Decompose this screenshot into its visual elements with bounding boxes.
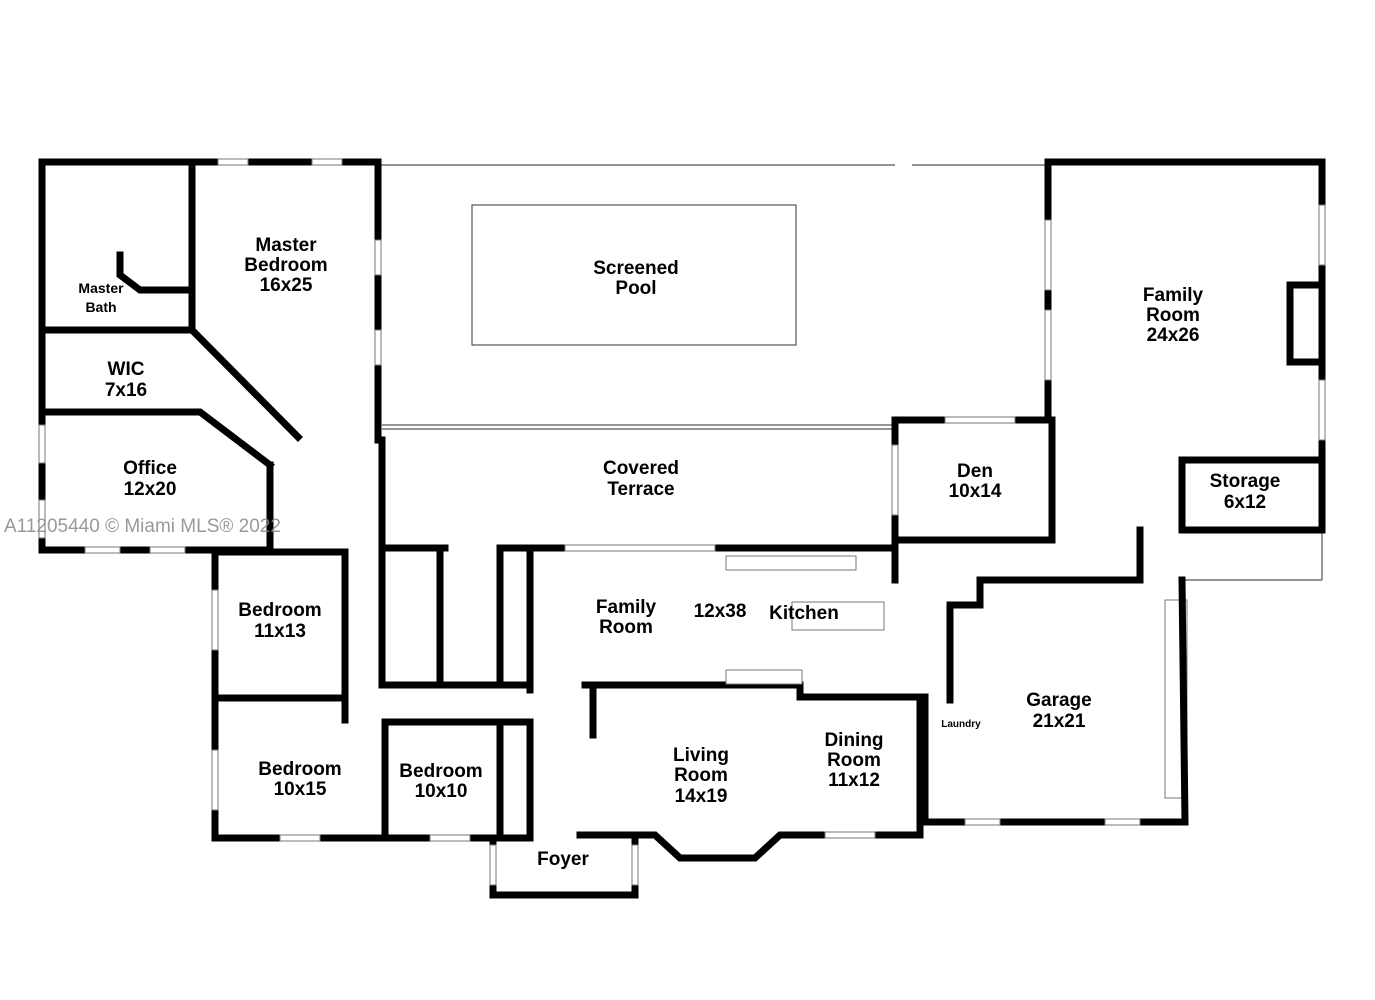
svg-text:10x14: 10x14 bbox=[949, 481, 1002, 502]
room-dining-room: Dining bbox=[824, 730, 883, 751]
svg-text:7x16: 7x16 bbox=[105, 380, 147, 401]
room-covered-terrace: Covered bbox=[603, 458, 679, 479]
watermark: A11205440 © Miami MLS® 2022 bbox=[4, 516, 281, 537]
room-master-bedroom: Master bbox=[255, 235, 317, 256]
svg-text:Room: Room bbox=[1146, 305, 1200, 326]
room-master-bath: Master bbox=[78, 280, 124, 296]
room-laundry: Laundry bbox=[941, 719, 981, 730]
svg-text:Terrace: Terrace bbox=[607, 479, 674, 500]
room-family-room: Family bbox=[596, 597, 657, 618]
room-bedroom-11x13: Bedroom bbox=[238, 600, 321, 621]
room-bedroom-10x10: Bedroom bbox=[399, 761, 482, 782]
svg-text:10x10: 10x10 bbox=[415, 781, 468, 802]
svg-text:10x15: 10x15 bbox=[274, 779, 327, 800]
room-labels: Master Bath Master Bedroom 16x25 WIC 7x1… bbox=[78, 235, 1280, 870]
svg-text:21x21: 21x21 bbox=[1033, 711, 1086, 732]
svg-text:Room: Room bbox=[674, 765, 728, 786]
svg-text:Pool: Pool bbox=[615, 278, 656, 299]
svg-text:14x19: 14x19 bbox=[675, 786, 728, 807]
room-storage: Storage bbox=[1210, 471, 1281, 492]
room-den: Den bbox=[957, 461, 993, 482]
room-wic: WIC bbox=[108, 359, 145, 380]
room-bedroom-10x15: Bedroom bbox=[258, 759, 341, 780]
svg-text:12x20: 12x20 bbox=[124, 479, 177, 500]
room-screened-pool: Screened bbox=[593, 258, 679, 279]
room-family-room-east: Family bbox=[1143, 285, 1204, 306]
svg-text:Bedroom: Bedroom bbox=[244, 255, 327, 276]
room-living-room: Living bbox=[673, 745, 729, 766]
svg-text:Room: Room bbox=[599, 617, 653, 638]
room-kitchen: Kitchen bbox=[769, 603, 839, 624]
room-garage: Garage bbox=[1026, 690, 1091, 711]
svg-text:16x25: 16x25 bbox=[260, 275, 313, 296]
room-office: Office bbox=[123, 458, 177, 479]
svg-text:Room: Room bbox=[827, 750, 881, 771]
svg-text:11x13: 11x13 bbox=[254, 621, 306, 642]
room-foyer: Foyer bbox=[537, 849, 589, 870]
pool bbox=[471, 204, 797, 346]
svg-text:24x26: 24x26 bbox=[1147, 325, 1200, 346]
svg-text:Bath: Bath bbox=[85, 299, 116, 315]
svg-text:6x12: 6x12 bbox=[1224, 492, 1266, 513]
room-family-kitchen-size: 12x38 bbox=[694, 601, 747, 622]
svg-text:11x12: 11x12 bbox=[828, 770, 880, 791]
windows bbox=[38, 158, 1326, 886]
